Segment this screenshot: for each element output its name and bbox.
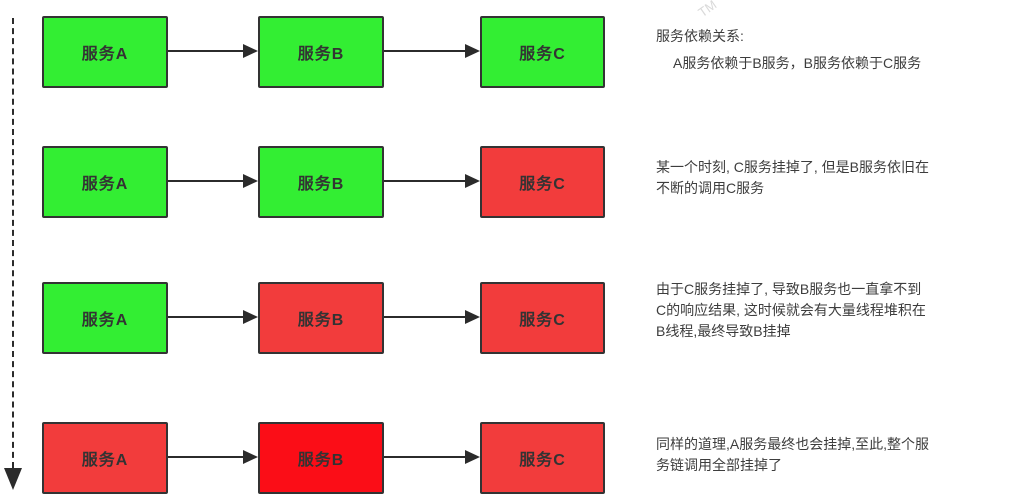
dependency-arrow: [384, 44, 480, 58]
service-box-a: 服务A: [42, 422, 168, 494]
timeline-dashed-arrow: [12, 18, 14, 468]
note-line: 不断的调用C服务: [656, 180, 765, 196]
service-box-label: 服务A: [81, 312, 129, 329]
dependency-arrow: [384, 310, 480, 324]
note-text: 同样的道理,A服务最终也会挂掉,至此,整个服 务链调用全部挂掉了: [656, 434, 1008, 476]
service-box-b: 服务B: [258, 146, 384, 218]
note-line: C的响应结果, 这时候就会有大量线程堆积在: [656, 302, 926, 318]
note-text: 由于C服务挂掉了, 导致B服务也一直拿不到 C的响应结果, 这时候就会有大量线程…: [656, 279, 1008, 342]
service-box-c: 服务C: [480, 282, 605, 354]
note-line: 某一个时刻, C服务挂掉了, 但是B服务依旧在: [656, 159, 930, 175]
service-box-b: 服务B: [258, 422, 384, 494]
dependency-arrow: [384, 174, 480, 188]
service-box-label: 服务B: [297, 46, 345, 63]
note-line: 务链调用全部挂掉了: [656, 457, 782, 473]
diagram-row: 服务A 服务B 服务C: [0, 422, 1013, 494]
service-box-label: 服务C: [519, 46, 566, 63]
note-line: 由于C服务挂掉了, 导致B服务也一直拿不到: [656, 281, 922, 297]
note-line: B线程,最终导致B挂掉: [656, 323, 791, 339]
note-line: A服务依赖于B服务，B服务依赖于C服务: [673, 55, 922, 71]
service-box-label: 服务B: [297, 312, 345, 329]
dependency-arrow: [168, 310, 258, 324]
dependency-arrow: [384, 450, 480, 464]
diagram-row: 服务A 服务B 服务C: [0, 282, 1013, 354]
service-box-a: 服务A: [42, 16, 168, 88]
service-box-label: 服务B: [297, 452, 345, 469]
service-box-c: 服务C: [480, 422, 605, 494]
service-box-label: 服务C: [519, 176, 566, 193]
service-box-label: 服务B: [297, 176, 345, 193]
note-line: 同样的道理,A服务最终也会挂掉,至此,整个服: [656, 436, 930, 452]
service-box-c: 服务C: [480, 16, 605, 88]
service-box-a: 服务A: [42, 146, 168, 218]
service-box-label: 服务C: [519, 452, 566, 469]
service-box-label: 服务A: [81, 176, 129, 193]
service-box-label: 服务C: [519, 312, 566, 329]
timeline-arrowhead-icon: [4, 468, 22, 490]
service-box-b: 服务B: [258, 16, 384, 88]
note-text: 服务依赖关系: A服务依赖于B服务，B服务依赖于C服务: [656, 26, 1008, 74]
dependency-arrow: [168, 450, 258, 464]
diagram-row: 服务A 服务B 服务C: [0, 146, 1013, 218]
service-box-c: 服务C: [480, 146, 605, 218]
service-box-label: 服务A: [81, 452, 129, 469]
dependency-arrow: [168, 44, 258, 58]
note-line: 服务依赖关系:: [656, 28, 744, 44]
service-box-label: 服务A: [81, 46, 129, 63]
service-box-b: 服务B: [258, 282, 384, 354]
note-text: 某一个时刻, C服务挂掉了, 但是B服务依旧在 不断的调用C服务: [656, 157, 1008, 199]
dependency-arrow: [168, 174, 258, 188]
diagram-row: 服务A 服务B 服务C: [0, 16, 1013, 88]
service-box-a: 服务A: [42, 282, 168, 354]
